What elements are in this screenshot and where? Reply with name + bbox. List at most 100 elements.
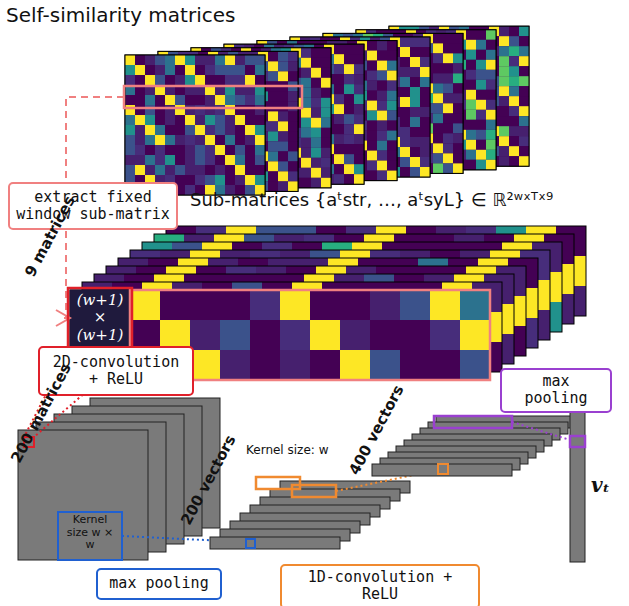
matrix-cell xyxy=(301,48,311,58)
matrix-cell xyxy=(175,115,185,125)
matrix-cell xyxy=(376,50,386,60)
matrix-cell xyxy=(476,110,486,120)
matrix-cell xyxy=(224,154,234,164)
matrix-cell xyxy=(376,160,386,170)
matrix-cell xyxy=(419,86,429,96)
matrix-cell xyxy=(466,30,476,40)
matrix-cell xyxy=(343,153,353,163)
matrix-cell xyxy=(244,134,254,144)
matrix-cell xyxy=(320,57,330,67)
matrix-cell xyxy=(354,104,364,114)
matrix-cell xyxy=(310,57,320,67)
matrix-cell xyxy=(376,40,386,50)
matrix-cell xyxy=(244,164,254,174)
matrix-cell xyxy=(288,151,298,161)
matrix-cell xyxy=(195,145,205,155)
matrix-cell xyxy=(288,171,298,181)
matrix-cell xyxy=(254,134,264,144)
matrix-cell xyxy=(278,71,288,81)
matrix-cell xyxy=(509,26,519,36)
matrix-cell xyxy=(354,144,364,154)
matrix-cell xyxy=(300,117,310,127)
matrix-frame xyxy=(389,26,529,166)
matrix-cell xyxy=(215,75,225,85)
matrix-cell xyxy=(195,115,205,125)
matrix-cell xyxy=(320,97,330,107)
matrix-cell xyxy=(311,68,321,78)
matrix-cell xyxy=(386,110,396,120)
matrix-cell xyxy=(320,137,330,147)
matrix-cell xyxy=(344,134,354,144)
matrix-cell xyxy=(155,105,165,115)
matrix-cell xyxy=(287,131,297,141)
matrix-cell xyxy=(244,174,254,184)
matrix-cell xyxy=(420,37,430,47)
matrix-frame xyxy=(224,44,364,184)
matrix-cell xyxy=(453,83,463,93)
matrix-cell xyxy=(410,127,420,137)
matrix-cell xyxy=(278,111,288,121)
matrix-cell xyxy=(311,118,321,128)
matrix-cell xyxy=(255,125,265,135)
matrix-cell xyxy=(254,54,264,64)
matrix-cell xyxy=(334,54,344,64)
matrix-cell xyxy=(486,90,496,100)
matrix-cell xyxy=(410,97,420,107)
matrix-cell xyxy=(255,135,265,145)
matrix-cell xyxy=(278,51,288,61)
matrix-cell xyxy=(367,71,377,81)
matrix-cell xyxy=(433,83,443,93)
matrix-cell xyxy=(135,165,145,175)
matrix-cell xyxy=(399,76,409,86)
matrix-cell xyxy=(278,131,288,141)
matrix-cell xyxy=(399,96,409,106)
matrix-cell xyxy=(288,101,298,111)
matrix-cell xyxy=(215,165,225,175)
matrix-cell xyxy=(255,75,265,85)
matrix-cell xyxy=(353,103,363,113)
matrix-cell xyxy=(267,91,277,101)
matrix-cell xyxy=(185,175,195,185)
matrix-cell xyxy=(399,116,409,126)
matrix-cell xyxy=(278,121,288,131)
matrix-cell xyxy=(353,113,363,123)
matrix-frame xyxy=(224,44,364,184)
matrix-cell xyxy=(509,56,519,66)
matrix-cell xyxy=(311,128,321,138)
matrix-cell xyxy=(288,61,298,71)
matrix-cell xyxy=(287,161,297,171)
matrix-cell xyxy=(499,86,509,96)
matrix-cell xyxy=(499,46,509,56)
matrix-cell xyxy=(366,60,376,70)
matrix-cell xyxy=(366,40,376,50)
matrix-cell xyxy=(135,135,145,145)
matrix-cell xyxy=(235,105,245,115)
matrix-cell xyxy=(344,114,354,124)
matrix-cell xyxy=(420,167,430,177)
matrix-cell xyxy=(400,47,410,57)
matrix-cell xyxy=(354,64,364,74)
matrix-cell xyxy=(320,107,330,117)
matrix-cell xyxy=(165,125,175,135)
matrix-cell xyxy=(245,145,255,155)
matrix-cell xyxy=(409,136,419,146)
matrix-cell xyxy=(387,171,397,181)
matrix-cell xyxy=(476,90,486,100)
matrix-cell xyxy=(135,55,145,65)
matrix-cell xyxy=(410,167,420,177)
matrix-cell xyxy=(386,130,396,140)
matrix-cell xyxy=(255,175,265,185)
matrix-cell xyxy=(225,125,235,135)
matrix-cell xyxy=(268,101,278,111)
matrix-cell xyxy=(410,57,420,67)
matrix-cell xyxy=(245,105,255,115)
matrix-cell xyxy=(366,130,376,140)
matrix-cell xyxy=(225,175,235,185)
matrix-cell xyxy=(453,43,463,53)
matrix-cell xyxy=(311,78,321,88)
matrix-cell xyxy=(343,113,353,123)
matrix-cell xyxy=(443,103,453,113)
matrix-cell xyxy=(334,74,344,84)
matrix-cell xyxy=(399,56,409,66)
matrix-cell xyxy=(387,121,397,131)
